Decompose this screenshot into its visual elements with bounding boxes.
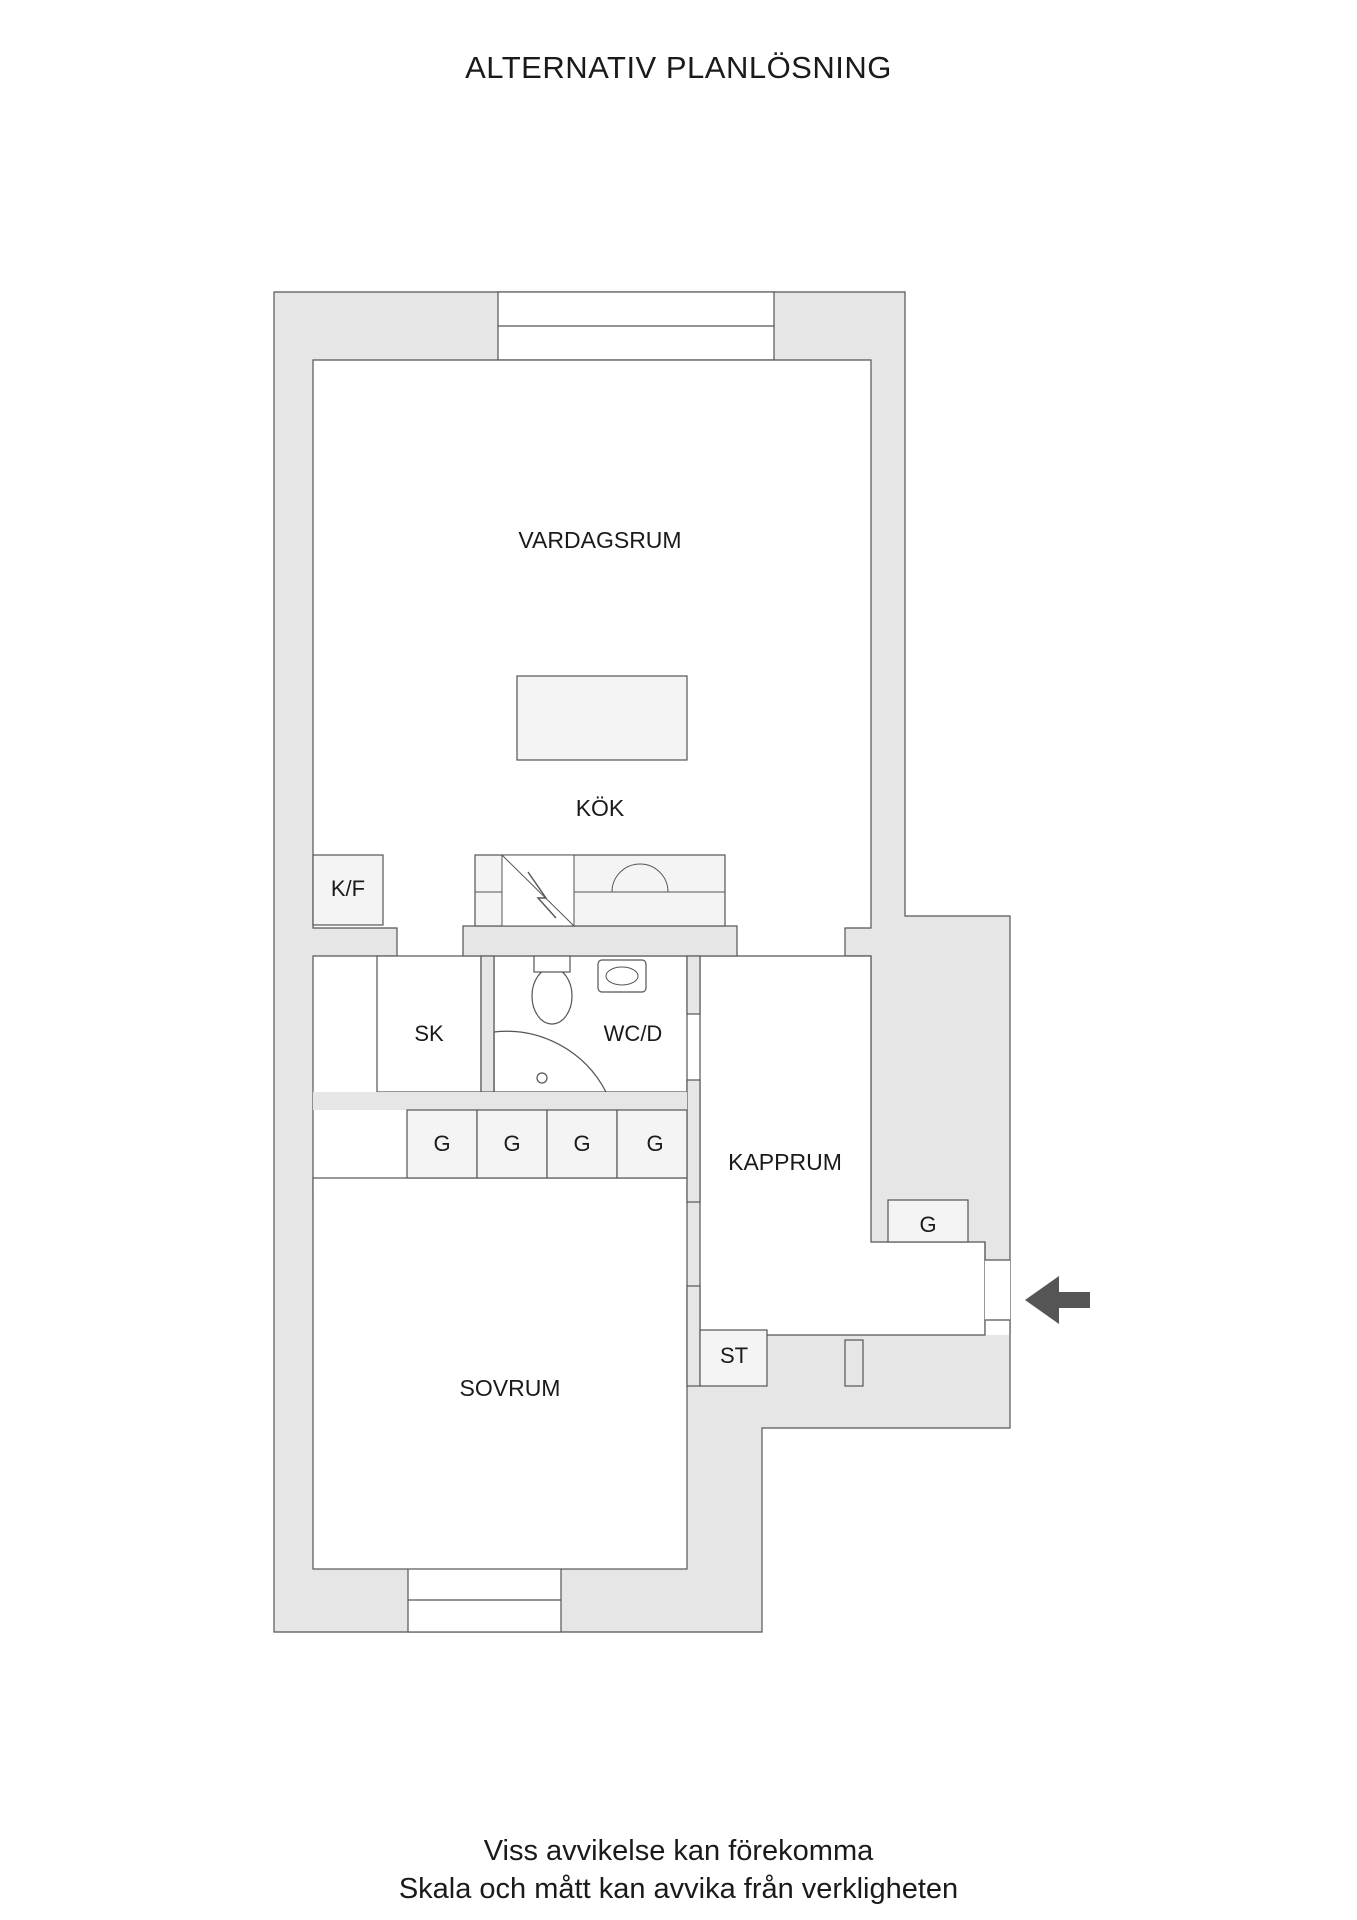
closet-label: G bbox=[919, 1212, 936, 1237]
closet-label: G bbox=[433, 1131, 450, 1156]
wall-stub bbox=[686, 1079, 701, 1203]
closet bbox=[887, 1199, 969, 1243]
closet-label: G bbox=[646, 1131, 663, 1156]
disclaimer: Viss avvikelse kan förekomma Skala och m… bbox=[0, 1832, 1357, 1908]
storage bbox=[699, 1329, 768, 1387]
room-label-vardagsrum: VARDAGSRUM bbox=[518, 527, 681, 553]
toilet-icon bbox=[531, 967, 573, 1025]
fridge-freezer bbox=[312, 854, 384, 926]
closet-label: G bbox=[573, 1131, 590, 1156]
disclaimer-line-1: Viss avvikelse kan förekomma bbox=[483, 1835, 874, 1867]
room-label-kapprum: KAPPRUM bbox=[728, 1149, 842, 1175]
closet-label: G bbox=[503, 1131, 520, 1156]
entrance-arrow-icon bbox=[1025, 1276, 1090, 1324]
room-label-st: ST bbox=[720, 1343, 748, 1368]
entrance-opening bbox=[985, 1260, 1010, 1335]
appliance-symbol-icon bbox=[527, 871, 557, 919]
room-label-sk: SK bbox=[414, 1021, 444, 1046]
room-label-kf: K/F bbox=[331, 876, 365, 901]
wall-stub bbox=[313, 1092, 687, 1110]
sink-icon bbox=[611, 863, 669, 893]
wall-stub bbox=[686, 1285, 701, 1387]
room-label-sovrum: SOVRUM bbox=[460, 1375, 561, 1401]
closet bbox=[616, 1109, 688, 1179]
plan-title: ALTERNATIV PLANLÖSNING bbox=[465, 50, 892, 85]
shower-door-arc bbox=[493, 1030, 607, 1093]
closet bbox=[406, 1109, 478, 1179]
shower-drain-icon bbox=[536, 1072, 548, 1084]
bedroom-floor bbox=[312, 1177, 688, 1570]
kitchen-island bbox=[516, 675, 688, 761]
kitchen-partition bbox=[462, 925, 738, 957]
room-label-wcd: WC/D bbox=[604, 1021, 663, 1046]
disclaimer-line-2: Skala och mått kan avvika från verklighe… bbox=[398, 1873, 959, 1905]
washbasin-icon bbox=[597, 959, 647, 993]
wall-stub bbox=[844, 1339, 864, 1387]
wall-stub bbox=[480, 955, 495, 1093]
wall-stub bbox=[686, 955, 701, 1015]
closet bbox=[476, 1109, 548, 1179]
room-label-kok: KÖK bbox=[576, 795, 625, 821]
